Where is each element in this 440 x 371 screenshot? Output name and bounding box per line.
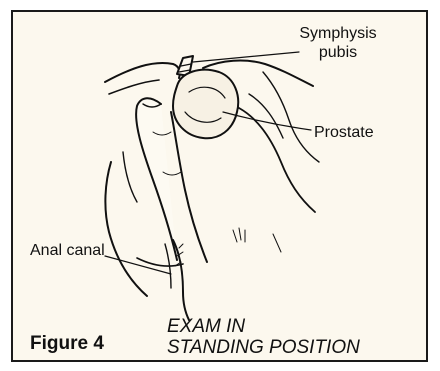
caption-line-1: EXAM IN <box>167 316 360 337</box>
figure-panel: Symphysis pubis Prostate Anal canal Figu… <box>11 10 428 362</box>
left-pubic-bone <box>105 63 180 82</box>
prostate-label: Prostate <box>314 124 374 142</box>
examining-hand <box>105 162 147 296</box>
caption-line-2: STANDING POSITION <box>167 337 360 358</box>
anal-canal-label: Anal canal <box>30 242 105 260</box>
examining-finger <box>136 98 177 260</box>
figure-caption: EXAM IN STANDING POSITION <box>167 316 360 358</box>
symphysis-pubis-label: Symphysis pubis <box>298 24 378 62</box>
rectal-wall-right <box>239 108 315 212</box>
symphysis-label-line1: Symphysis <box>298 24 378 43</box>
anatomical-illustration <box>13 12 426 360</box>
prostate-gland <box>173 70 238 139</box>
left-bone-lower <box>109 80 159 94</box>
figure-number: Figure 4 <box>30 333 104 355</box>
symphysis-label-line2: pubis <box>298 43 378 62</box>
